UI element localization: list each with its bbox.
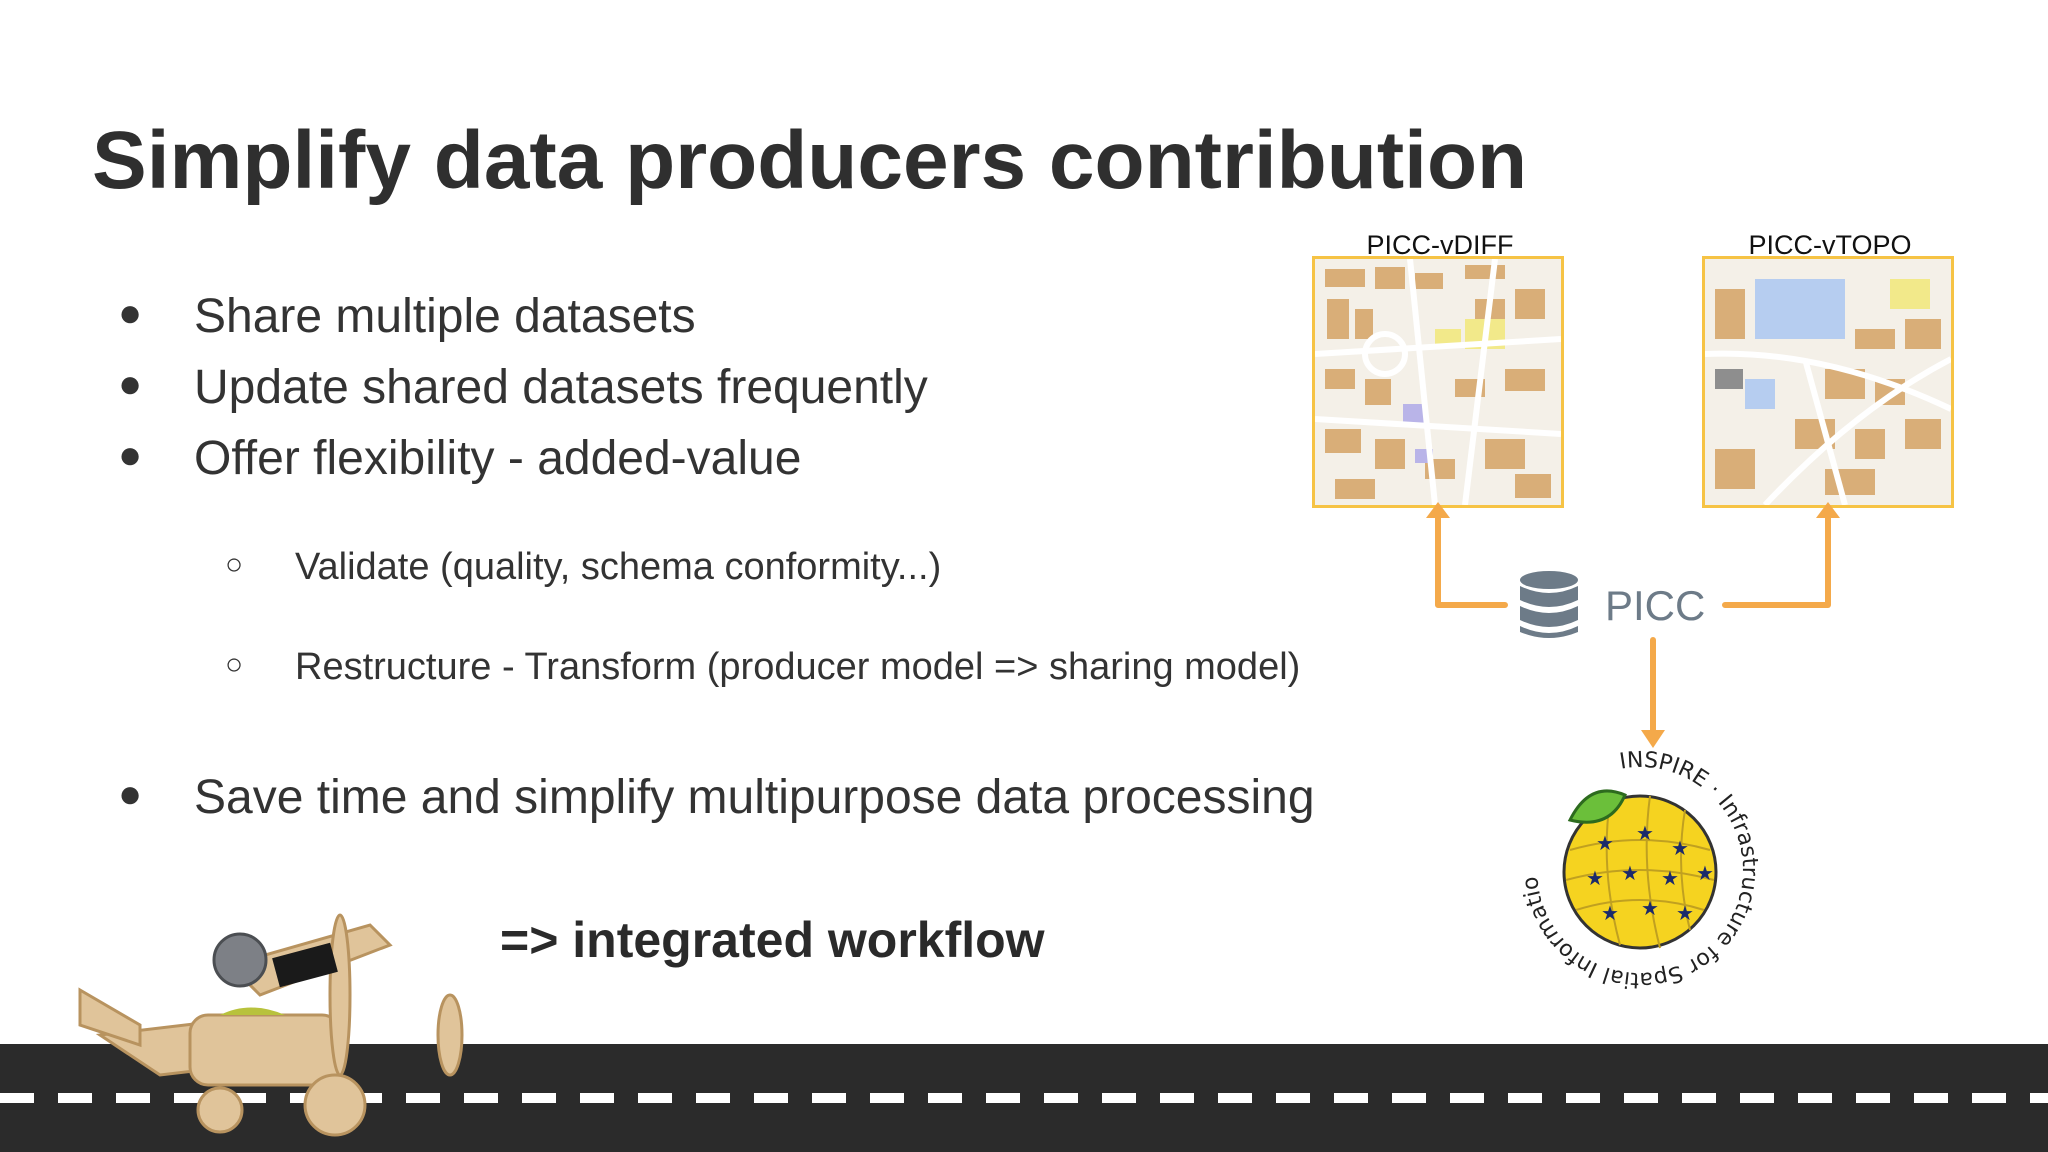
svg-text:★: ★ (1621, 861, 1639, 885)
inspire-logo: ★★★ ★★★★ ★★★ INSPIRE · Infrastructure fo… (1510, 740, 1762, 992)
bullet-text: Update shared datasets frequently (194, 361, 928, 414)
bullet-dot: ● (118, 362, 143, 406)
slide-title: Simplify data producers contribution (92, 115, 1528, 206)
svg-text:★: ★ (1676, 901, 1694, 925)
bullet-dot: ● (118, 433, 143, 477)
sub-bullet-dot: ○ (225, 548, 244, 581)
svg-text:★: ★ (1636, 821, 1654, 845)
svg-text:★: ★ (1696, 861, 1714, 885)
map-thumbnail-vtopo (1702, 256, 1954, 508)
map-thumbnail-vdiff (1312, 256, 1564, 508)
svg-text:★: ★ (1601, 901, 1619, 925)
bullet-text: Save time and simplify multipurpose data… (194, 771, 1315, 824)
bullet-text: Share multiple datasets (194, 290, 696, 343)
svg-text:★: ★ (1596, 831, 1614, 855)
svg-text:★: ★ (1586, 866, 1604, 890)
wooden-biplane-icon (78, 913, 464, 1137)
sub-bullet-dot: ○ (225, 648, 244, 681)
map-label-vdiff: PICC-vDIFF (1366, 230, 1514, 260)
database-icon (1520, 571, 1578, 638)
sub-bullet-text: Validate (quality, schema conformity...) (295, 546, 942, 588)
bullet-dot: ● (118, 291, 143, 335)
svg-text:★: ★ (1641, 896, 1659, 920)
sub-bullet-text: Restructure - Transform (producer model … (295, 646, 1301, 688)
svg-text:★: ★ (1661, 866, 1679, 890)
bullet-text: Offer flexibility - added-value (194, 432, 802, 485)
diagram-arrows (1426, 502, 1840, 748)
picc-label: PICC (1605, 582, 1706, 629)
svg-text:★: ★ (1671, 836, 1689, 860)
workflow-conclusion: => integrated workflow (500, 912, 1045, 968)
map-label-vtopo: PICC-vTOPO (1748, 230, 1912, 260)
bullet-dot: ● (118, 772, 143, 816)
